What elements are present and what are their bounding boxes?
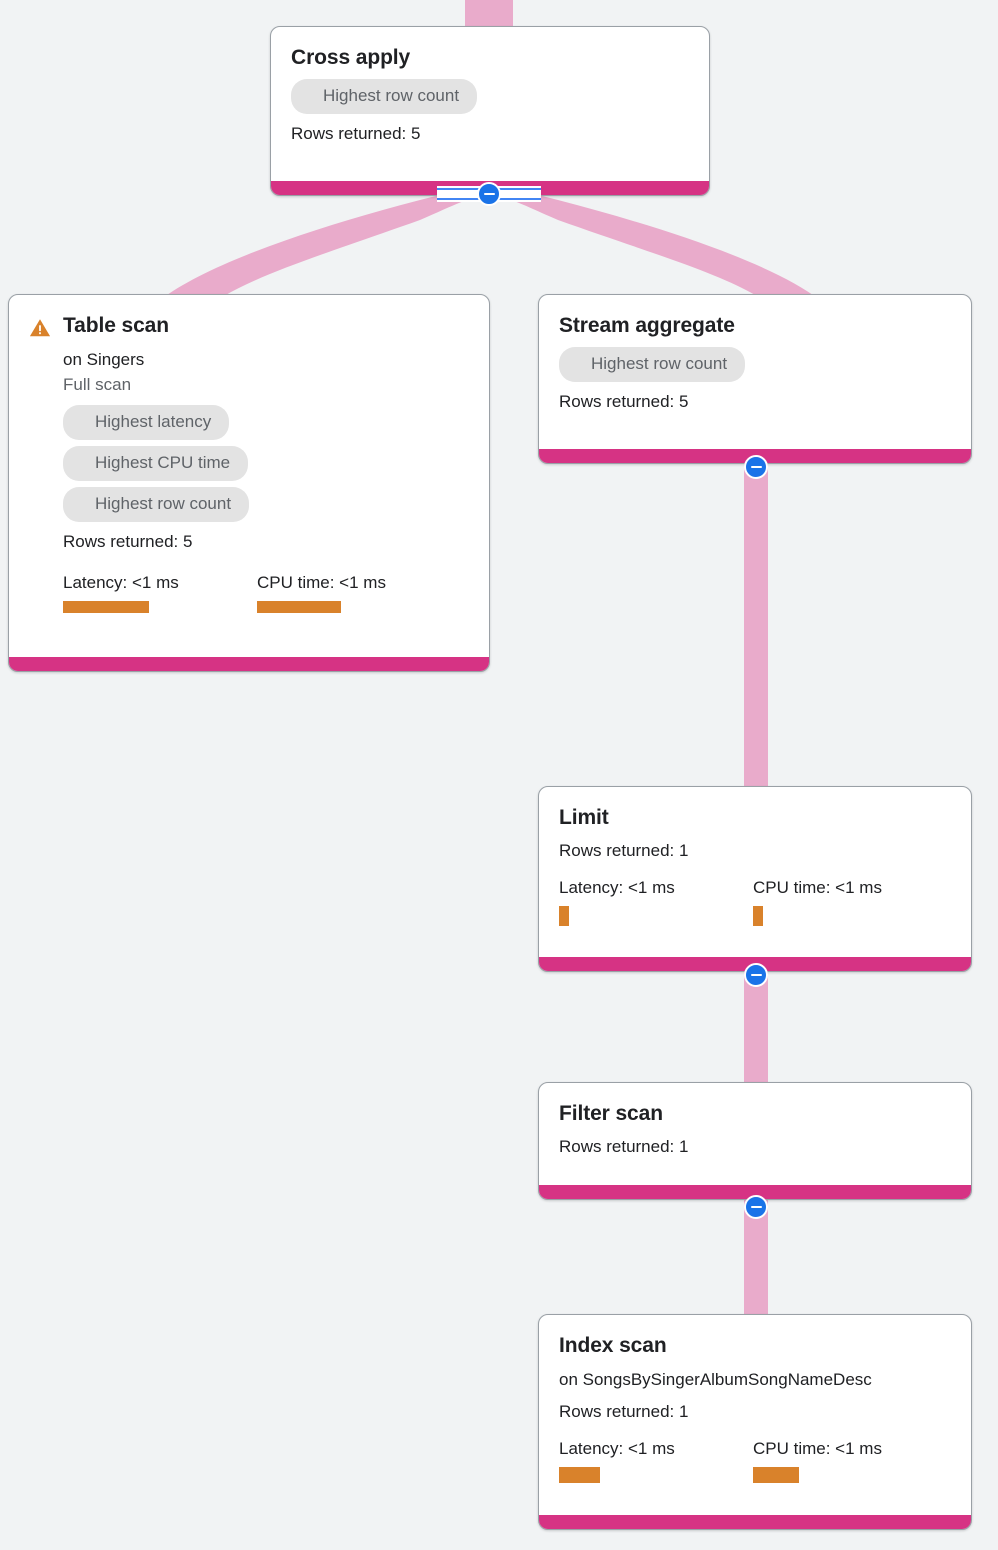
node-title: Index scan bbox=[559, 1334, 667, 1357]
node-details: on Singers Full scan Highest latency Hig… bbox=[29, 347, 469, 613]
edge-stream-aggregate-to-limit bbox=[744, 460, 768, 790]
node-rows-returned: Rows returned: 5 bbox=[559, 392, 689, 411]
metric-latency-bar bbox=[559, 1467, 600, 1483]
node-accent-bar bbox=[9, 657, 489, 671]
chip-highest-latency: Highest latency bbox=[63, 405, 230, 440]
edge-cross-apply-to-table-scan bbox=[160, 190, 489, 300]
metric-cpu-time-bar bbox=[753, 906, 763, 926]
node-chip-list: Highest latency Highest CPU time Highest… bbox=[63, 405, 469, 522]
collapse-toggle-filter-scan[interactable] bbox=[744, 1195, 768, 1219]
metric-latency-label: Latency: <1 ms bbox=[559, 1439, 675, 1458]
metric-cpu-time-label: CPU time: <1 ms bbox=[753, 878, 882, 897]
node-rows-returned: Rows returned: 1 bbox=[559, 1402, 689, 1421]
node-accent-bar bbox=[539, 1515, 971, 1529]
node-rows-returned: Rows returned: 5 bbox=[291, 124, 421, 143]
node-body: Index scan on SongsBySingerAlbumSongName… bbox=[539, 1315, 971, 1499]
node-title-row: Filter scan bbox=[559, 1101, 951, 1127]
node-target: on Singers bbox=[63, 350, 145, 369]
node-chip-list: Highest row count bbox=[559, 347, 951, 382]
plan-node-filter-scan[interactable]: Filter scan Rows returned: 1 bbox=[538, 1082, 972, 1200]
node-body: Stream aggregate Highest row count Rows … bbox=[539, 295, 971, 430]
metric-cpu-time-label: CPU time: <1 ms bbox=[257, 573, 386, 592]
metric-latency: Latency: <1 ms bbox=[559, 1438, 753, 1483]
node-title: Stream aggregate bbox=[559, 314, 735, 337]
metric-latency-label: Latency: <1 ms bbox=[63, 573, 179, 592]
plan-node-index-scan[interactable]: Index scan on SongsBySingerAlbumSongName… bbox=[538, 1314, 972, 1530]
node-title-row: Cross apply bbox=[291, 45, 689, 71]
chip-highest-cpu-time: Highest CPU time bbox=[63, 446, 249, 481]
warning-triangle-icon bbox=[29, 319, 51, 337]
node-target: on SongsBySingerAlbumSongNameDesc bbox=[559, 1370, 872, 1389]
chip-highest-row-count: Highest row count bbox=[291, 79, 478, 114]
plan-node-cross-apply[interactable]: Cross apply Highest row count Rows retur… bbox=[270, 26, 710, 196]
node-title-row: Limit bbox=[559, 805, 951, 831]
node-title-row: Index scan bbox=[559, 1333, 951, 1359]
metric-cpu-time: CPU time: <1 ms bbox=[753, 1438, 947, 1483]
collapse-toggle-cross-apply[interactable] bbox=[477, 182, 501, 206]
metric-cpu-time: CPU time: <1 ms bbox=[257, 572, 451, 613]
chip-highest-row-count: Highest row count bbox=[63, 487, 250, 522]
node-body: Table scan on Singers Full scan Highest … bbox=[9, 295, 489, 629]
metric-latency-bar bbox=[63, 601, 149, 613]
plan-node-stream-aggregate[interactable]: Stream aggregate Highest row count Rows … bbox=[538, 294, 972, 464]
node-metrics: Latency: <1 ms CPU time: <1 ms bbox=[63, 572, 469, 613]
chip-highest-row-count: Highest row count bbox=[559, 347, 746, 382]
node-metrics: Latency: <1 ms CPU time: <1 ms bbox=[559, 877, 951, 926]
node-chip-list: Highest row count bbox=[291, 79, 689, 114]
node-body: Limit Rows returned: 1 Latency: <1 ms CP… bbox=[539, 787, 971, 942]
metric-cpu-time: CPU time: <1 ms bbox=[753, 877, 947, 926]
node-title: Cross apply bbox=[291, 46, 411, 69]
node-rows-returned: Rows returned: 1 bbox=[559, 841, 689, 860]
node-title-row: Stream aggregate bbox=[559, 313, 951, 339]
plan-node-table-scan[interactable]: Table scan on Singers Full scan Highest … bbox=[8, 294, 490, 672]
metric-cpu-time-bar bbox=[753, 1467, 799, 1483]
metric-latency-bar bbox=[559, 906, 569, 926]
collapse-toggle-limit[interactable] bbox=[744, 963, 768, 987]
metric-latency-label: Latency: <1 ms bbox=[559, 878, 675, 897]
metric-latency: Latency: <1 ms bbox=[63, 572, 257, 613]
metric-latency: Latency: <1 ms bbox=[559, 877, 753, 926]
node-title-row: Table scan bbox=[29, 313, 469, 339]
plan-node-limit[interactable]: Limit Rows returned: 1 Latency: <1 ms CP… bbox=[538, 786, 972, 972]
node-rows-returned: Rows returned: 5 bbox=[63, 532, 193, 551]
collapse-toggle-stream-aggregate[interactable] bbox=[744, 455, 768, 479]
node-title: Table scan bbox=[63, 314, 169, 337]
node-title: Filter scan bbox=[559, 1102, 663, 1125]
node-title: Limit bbox=[559, 806, 609, 829]
metric-cpu-time-label: CPU time: <1 ms bbox=[753, 1439, 882, 1458]
node-scan-type: Full scan bbox=[63, 375, 132, 394]
edge-cross-apply-to-stream-aggregate bbox=[489, 190, 820, 300]
node-metrics: Latency: <1 ms CPU time: <1 ms bbox=[559, 1438, 951, 1483]
node-body: Filter scan Rows returned: 1 bbox=[539, 1083, 971, 1175]
edge-into-cross-apply bbox=[465, 0, 513, 28]
node-accent-bar bbox=[539, 1185, 971, 1199]
node-body: Cross apply Highest row count Rows retur… bbox=[271, 27, 709, 162]
metric-cpu-time-bar bbox=[257, 601, 341, 613]
node-rows-returned: Rows returned: 1 bbox=[559, 1137, 689, 1156]
